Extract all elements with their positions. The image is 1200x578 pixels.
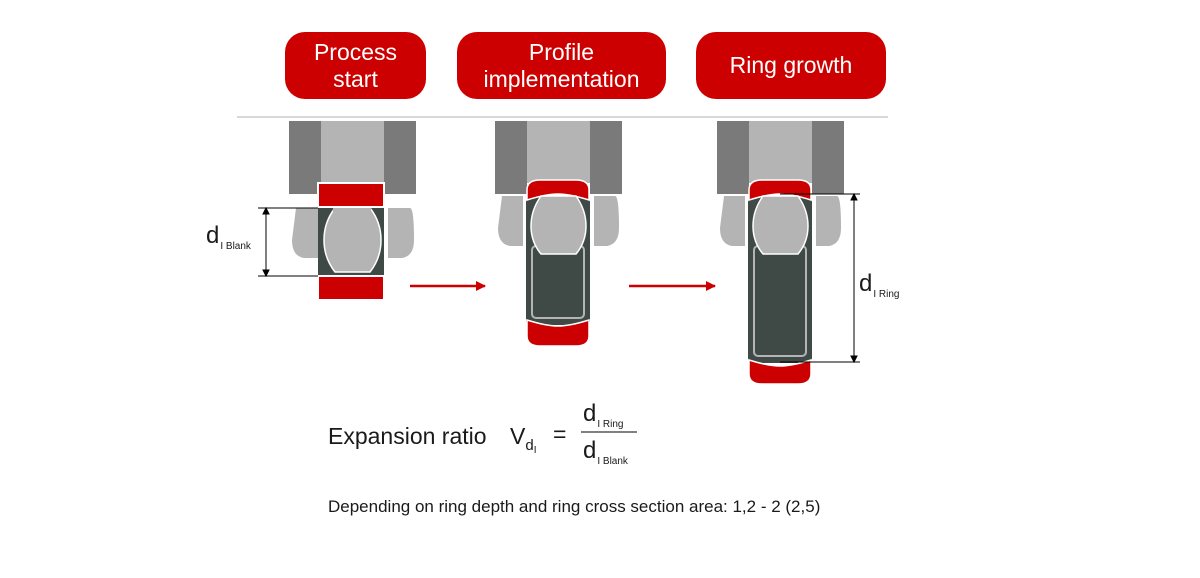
mandrel-head	[323, 207, 382, 273]
dim-symbol: d	[859, 270, 873, 297]
num-subscript: I Ring	[597, 419, 624, 430]
ring-core-inner	[753, 245, 807, 357]
upper-tool-right	[384, 121, 416, 194]
label-d-ring: dI Ring	[859, 270, 900, 300]
upper-tool-right	[812, 121, 844, 194]
step-process-start: Process start	[285, 32, 426, 99]
ring-top	[526, 179, 590, 202]
ratio-note: Depending on ring depth and ring cross s…	[328, 497, 821, 516]
ring-bottom	[526, 318, 590, 347]
dim-subscript: I Blank	[220, 241, 251, 252]
lower-tool-right	[388, 208, 414, 258]
lower-tool-right	[816, 196, 841, 246]
blank-top	[317, 182, 385, 208]
symbol-subsubscript: I	[533, 445, 537, 456]
formula-denominator: dI Blank	[583, 437, 628, 467]
upper-mandrel	[749, 121, 812, 183]
dim-subscript: I Ring	[873, 289, 900, 300]
upper-tool-left	[495, 121, 527, 194]
mandrel-head	[752, 195, 809, 255]
upper-tool-left	[717, 121, 749, 194]
formula-equals: =	[553, 421, 567, 447]
dimension-ring	[780, 192, 860, 364]
blank-bottom	[317, 275, 385, 301]
lower-tool-left	[720, 196, 745, 246]
ring-core-inner	[531, 245, 585, 319]
step-line-2: implementation	[483, 65, 640, 92]
lower-tool-left	[498, 196, 523, 246]
ring-top	[748, 179, 812, 202]
stage-profile-implementation	[495, 121, 622, 347]
symbol-v: V	[510, 423, 526, 449]
dimension-blank	[258, 206, 318, 278]
upper-tool-right	[590, 121, 622, 194]
lower-tool-left	[292, 208, 318, 258]
formula-numerator: dI Ring	[583, 400, 624, 430]
num-symbol: d	[583, 400, 597, 427]
dim-symbol: d	[206, 222, 220, 249]
ring-bottom	[748, 358, 812, 385]
symbol-subscript: d	[525, 437, 534, 454]
formula-symbol: VdI	[510, 423, 536, 456]
formula-label: Expansion ratio	[328, 423, 487, 449]
mandrel-neck	[333, 208, 371, 214]
step-line-1: Process	[313, 38, 398, 65]
upper-mandrel	[321, 121, 384, 183]
stage-process-start	[289, 121, 416, 301]
step-profile-implementation: Profile implementation	[457, 32, 666, 99]
mandrel-head	[530, 195, 587, 255]
stage-ring-growth	[717, 121, 844, 385]
step-line-1: Ring growth	[729, 52, 853, 78]
upper-tool-left	[289, 121, 321, 194]
step-line-2: start	[333, 65, 378, 92]
upper-mandrel	[527, 121, 590, 183]
den-subscript: I Blank	[597, 456, 628, 467]
label-d-blank: dI Blank	[206, 222, 251, 252]
step-line-1: Profile	[528, 38, 595, 65]
den-symbol: d	[583, 437, 597, 464]
lower-tool-right	[594, 196, 619, 246]
step-ring-growth: Ring growth	[696, 32, 886, 99]
